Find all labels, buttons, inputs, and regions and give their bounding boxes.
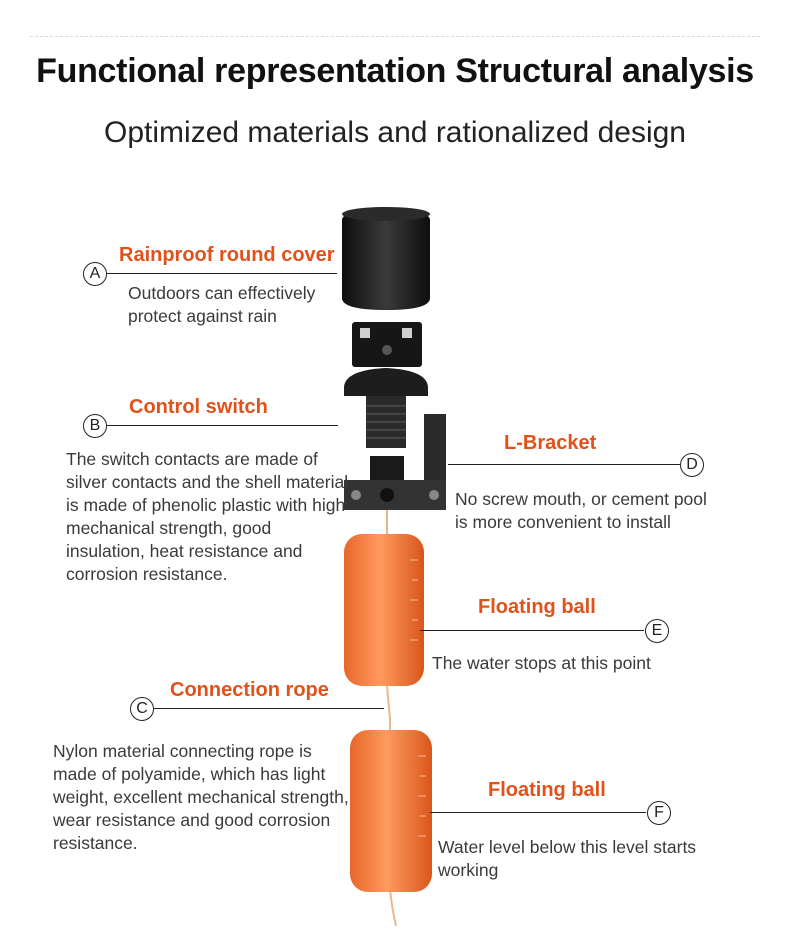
page-title: Functional representation Structural ana… — [36, 52, 754, 90]
callout-label-a: Rainproof round cover — [119, 244, 335, 266]
page-subtitle: Optimized materials and rationalized des… — [104, 116, 686, 149]
callout-badge-e: E — [645, 619, 669, 643]
callout-line-c — [154, 708, 384, 709]
floating-ball-lower — [350, 730, 432, 892]
callout-badge-a: A — [83, 262, 107, 286]
float-switch-illustration — [342, 207, 446, 927]
callout-desc-a: Outdoors can effectively protect against… — [128, 283, 316, 326]
callout-label-e: Floating ball — [478, 596, 596, 618]
floating-ball-upper — [344, 534, 424, 686]
callout-label-f: Floating ball — [488, 779, 606, 801]
callout-badge-c: C — [130, 697, 154, 721]
rainproof-cover — [342, 207, 430, 310]
callout-badge-d: D — [680, 453, 704, 477]
callout-badge-b: B — [83, 414, 107, 438]
callout-line-e — [420, 630, 644, 631]
callout-line-f — [430, 812, 646, 813]
callout-badge-f: F — [647, 801, 671, 825]
callout-desc-c: Nylon material connecting rope is made o… — [53, 741, 349, 853]
control-switch — [344, 322, 428, 448]
callout-desc-b: The switch contacts are made of silver c… — [66, 449, 349, 584]
callout-line-a — [107, 273, 337, 274]
l-bracket — [344, 414, 446, 510]
connection-rope — [386, 510, 397, 927]
callout-line-b — [107, 425, 338, 426]
callout-desc-e: The water stops at this point — [432, 653, 651, 673]
callout-label-c: Connection rope — [170, 679, 329, 701]
callout-desc-f: Water level below this level starts work… — [438, 837, 697, 880]
top-divider — [30, 36, 760, 37]
callout-desc-d: No screw mouth, or cement pool is more c… — [455, 489, 707, 532]
callout-label-b: Control switch — [129, 396, 268, 418]
callout-line-d — [448, 464, 680, 465]
callout-label-d: L-Bracket — [504, 432, 597, 454]
